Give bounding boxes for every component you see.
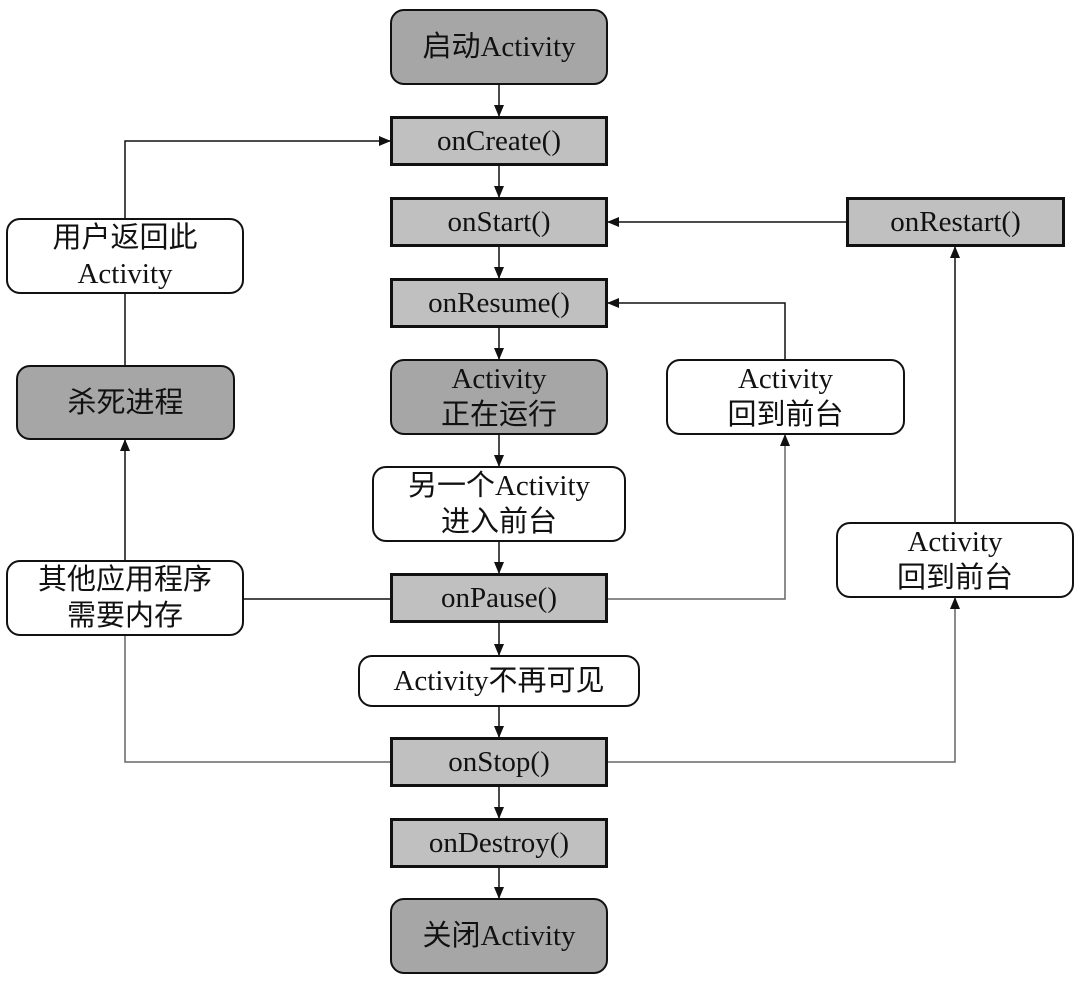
node-label-line: 回到前台 — [896, 562, 1013, 594]
node-activity-back-foreground-2: Activity 回到前台 — [836, 522, 1074, 598]
edge-on-pause-to-back-foreground-1 — [608, 434, 790, 600]
node-label-line: 正在运行 — [440, 399, 557, 431]
node-label-line: 启动Activity — [422, 31, 576, 63]
node-on-destroy: onDestroy() — [390, 818, 608, 868]
edge-user-returns-to-on-create — [124, 136, 391, 218]
node-label-line: onResume() — [428, 287, 570, 319]
edge-on-stop-to-other-app-memory — [124, 636, 390, 763]
node-label-line: 进入前台 — [440, 506, 557, 538]
node-label-line: onStart() — [447, 206, 551, 238]
node-label-line: 用户返回此 — [52, 222, 198, 254]
node-activity-not-visible: Activity不再可见 — [358, 655, 640, 707]
node-user-returns-activity: 用户返回此 Activity — [6, 218, 244, 294]
node-label-line: 回到前台 — [727, 399, 844, 431]
node-kill-process: 杀死进程 — [16, 365, 235, 440]
node-shutdown-activity: 关闭Activity — [390, 898, 608, 974]
node-on-create: onCreate() — [390, 116, 608, 166]
node-label-line: Activity — [907, 526, 1003, 558]
node-other-app-needs-memory: 其他应用程序 需要内存 — [6, 560, 244, 636]
node-on-resume: onResume() — [390, 278, 608, 328]
node-on-restart: onRestart() — [846, 197, 1065, 247]
node-label-line: Activity — [77, 258, 173, 290]
node-label-line: 关闭Activity — [422, 920, 576, 952]
node-label-line: Activity不再可见 — [393, 665, 605, 697]
node-label-line: 另一个Activity — [407, 470, 591, 502]
node-label-line: onPause() — [441, 582, 557, 614]
node-label-line: Activity — [451, 363, 547, 395]
edge-on-stop-to-back-foreground-2 — [608, 597, 960, 763]
node-on-start: onStart() — [390, 197, 608, 247]
node-activity-back-foreground-1: Activity 回到前台 — [666, 359, 905, 435]
node-label-line: onCreate() — [437, 125, 561, 157]
node-label-line: 其他应用程序 — [37, 564, 212, 596]
node-another-activity-foreground: 另一个Activity 进入前台 — [372, 466, 626, 542]
node-label-line: onDestroy() — [428, 827, 570, 859]
node-label-line: onStop() — [448, 746, 550, 778]
node-label-line: 杀死进程 — [67, 386, 184, 419]
node-label-line: Activity — [737, 363, 834, 395]
node-label-line: onRestart() — [890, 206, 1021, 238]
node-activity-running: Activity 正在运行 — [390, 359, 608, 435]
node-start-activity: 启动Activity — [390, 9, 608, 85]
node-on-stop: onStop() — [390, 737, 608, 787]
edge-back-foreground-1-to-on-resume — [607, 298, 786, 359]
node-label-line: 需要内存 — [66, 600, 183, 632]
node-on-pause: onPause() — [390, 573, 608, 623]
